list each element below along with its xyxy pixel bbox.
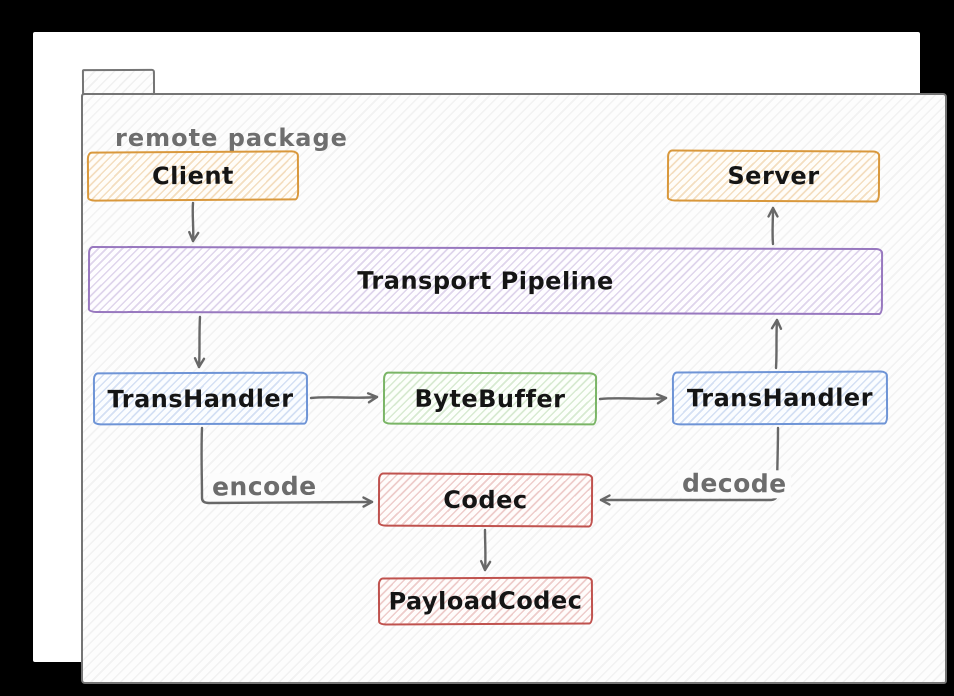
node-transhandler-left: TransHandler	[92, 371, 309, 426]
node-bytebuffer-label: ByteBuffer	[414, 384, 566, 413]
node-client-label: Client	[151, 161, 235, 191]
node-client: Client	[86, 150, 300, 202]
node-transhandler-right-label: TransHandler	[686, 383, 874, 413]
node-bytebuffer: ByteBuffer	[382, 371, 598, 426]
node-transhandler-right: TransHandler	[671, 370, 889, 426]
node-transhandler-left-label: TransHandler	[107, 384, 294, 413]
package-label: remote package	[115, 124, 348, 152]
node-server-label: Server	[727, 161, 820, 191]
node-payloadcodec-label: PayloadCodec	[388, 586, 583, 616]
node-transport-pipeline-label: Transport Pipeline	[357, 266, 614, 295]
edge-label-encode: encode	[207, 472, 321, 501]
node-codec: Codec	[377, 472, 594, 528]
edge-label-decode: decode	[677, 469, 791, 498]
node-codec-label: Codec	[443, 485, 528, 515]
node-payloadcodec: PayloadCodec	[377, 576, 594, 626]
node-transport-pipeline: Transport Pipeline	[87, 245, 884, 316]
diagram-canvas: remote package	[33, 32, 947, 684]
node-server: Server	[666, 149, 881, 203]
